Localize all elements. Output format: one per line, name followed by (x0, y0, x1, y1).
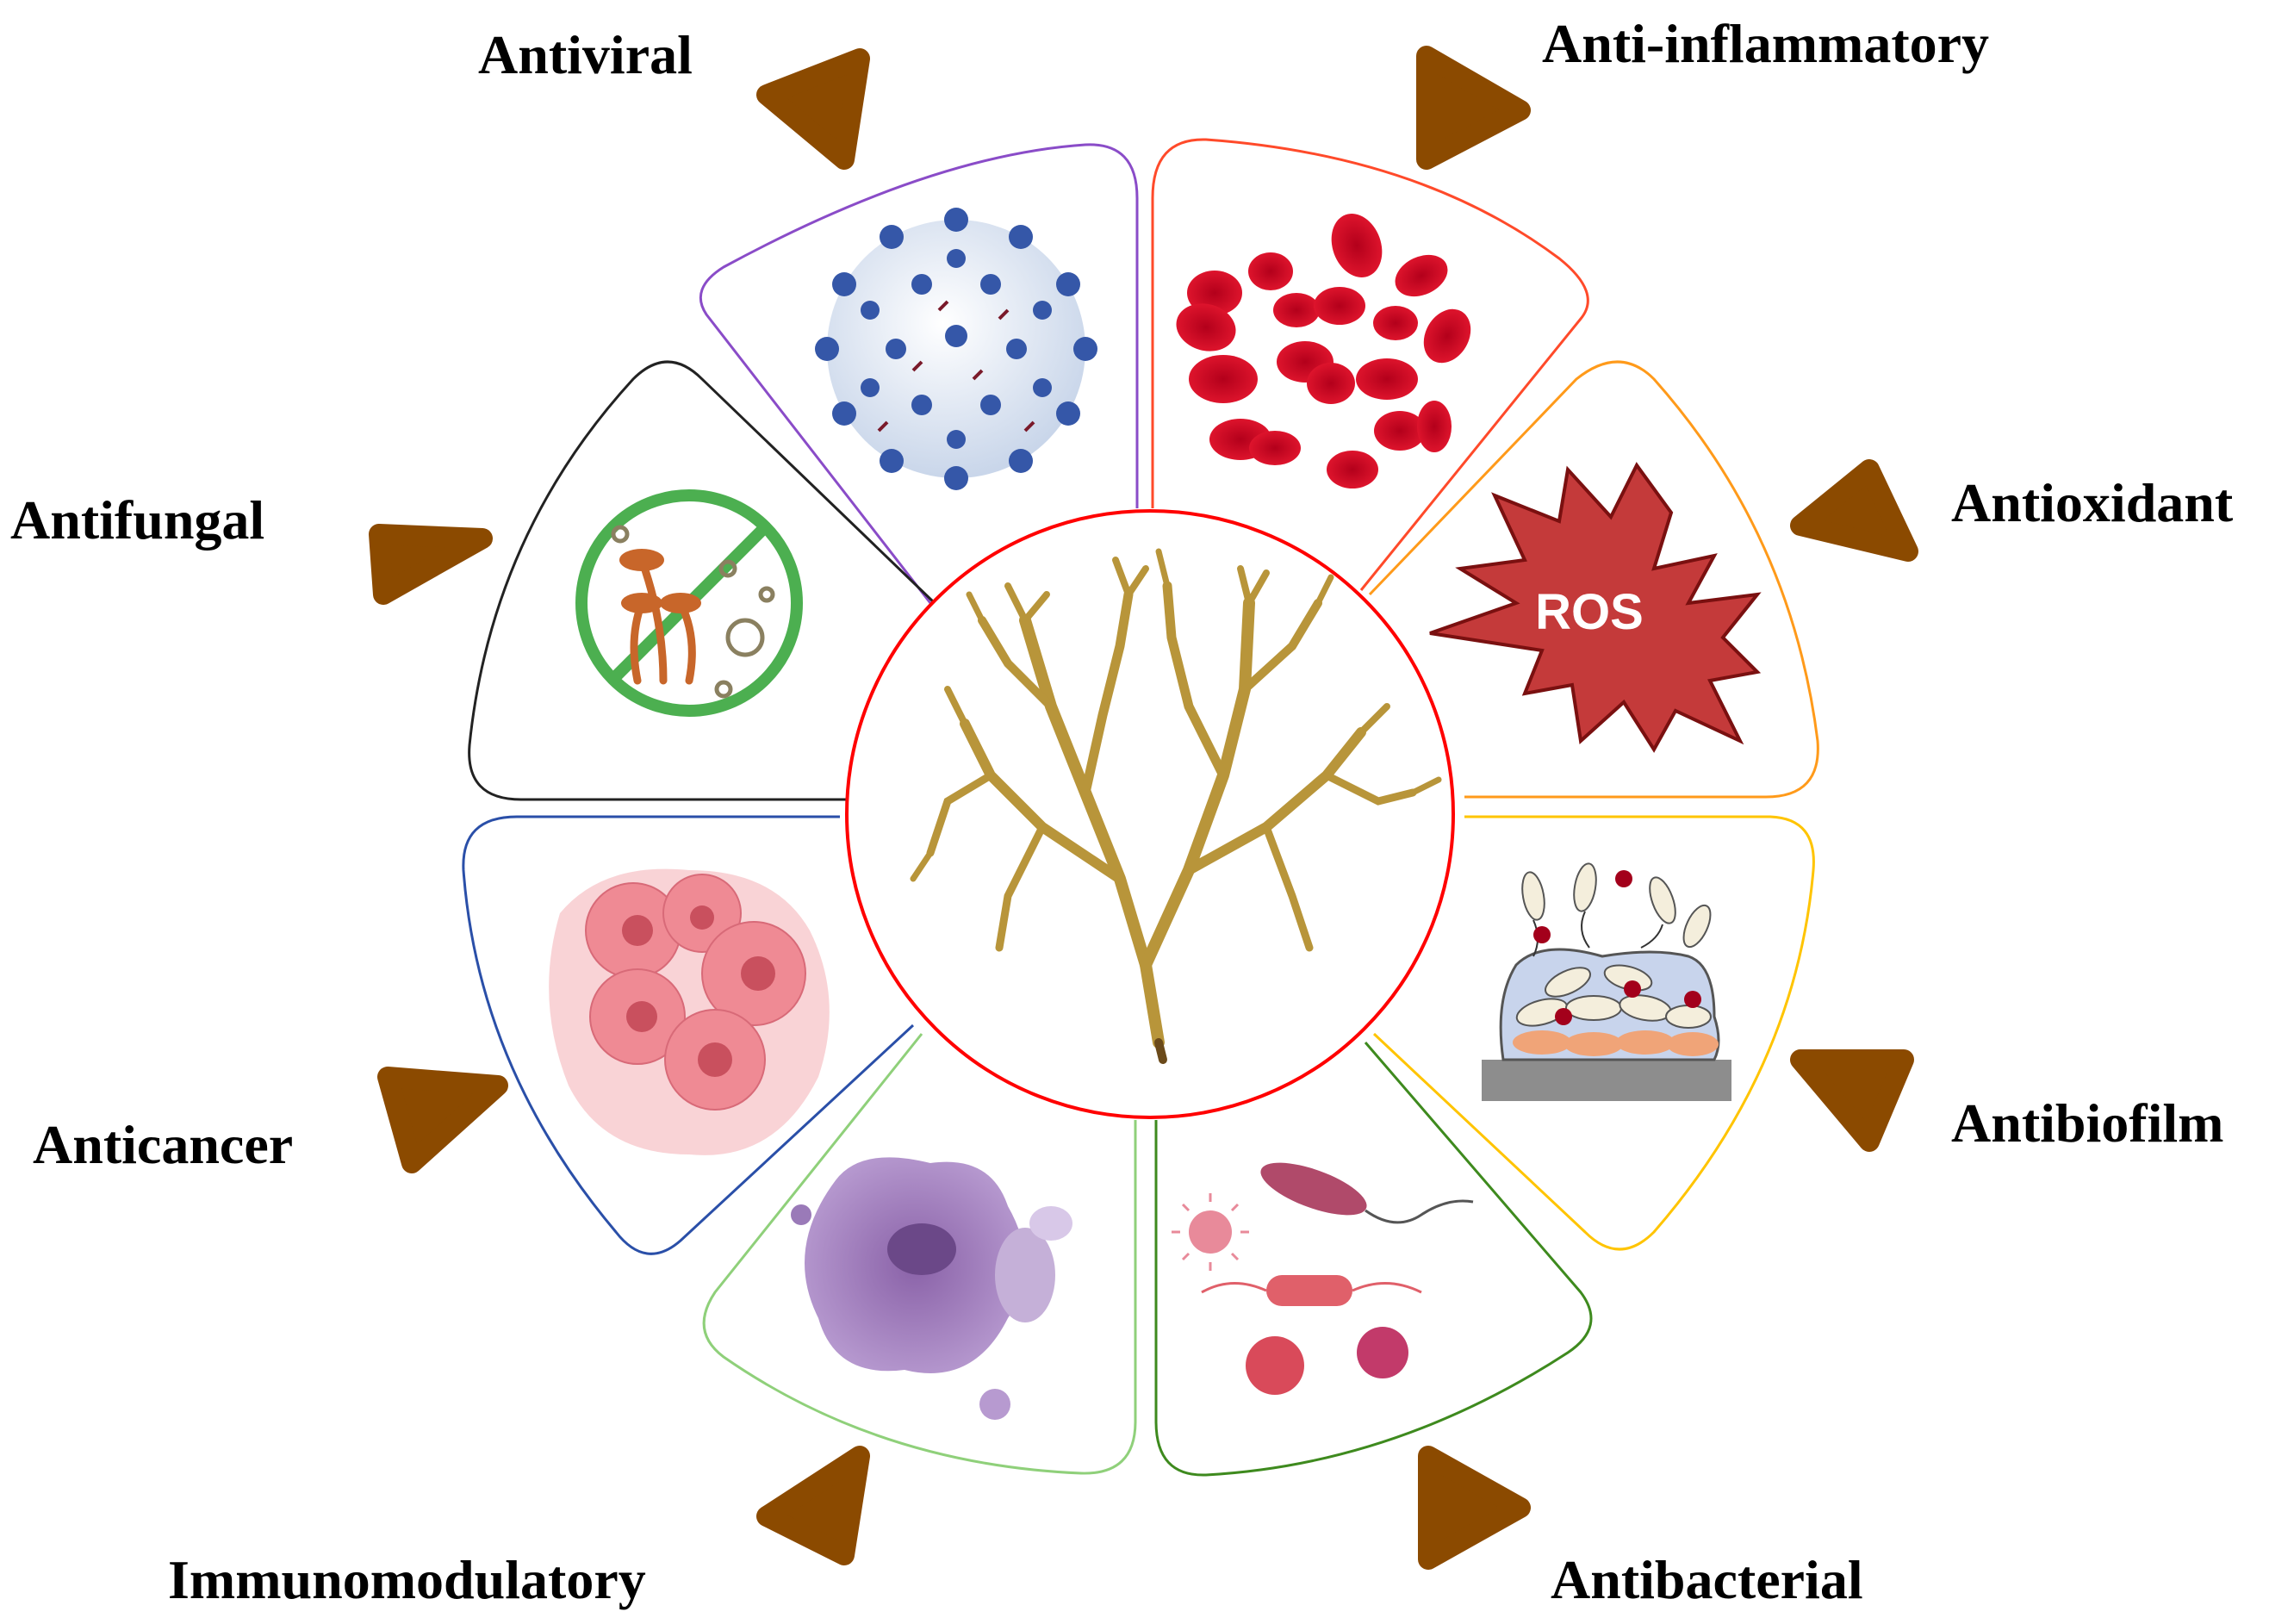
no-fungi-icon (575, 489, 803, 717)
antioxidant-label: Antioxidant (1951, 472, 2234, 533)
biofilm-icon (1482, 862, 1731, 1101)
antibacterial-label: Antibacterial (1551, 1549, 1863, 1610)
anti-inflammatory-label: Anti-inflammatory (1542, 13, 1989, 74)
antibiofilm-label: Antibiofilm (1951, 1092, 2223, 1154)
antifungal-label: Antifungal (10, 489, 264, 551)
antibacterial-arrow (1418, 1446, 1531, 1570)
antiviral-label: Antiviral (478, 24, 693, 85)
antiviral-arrow (756, 48, 870, 170)
ros-burst-icon: ROS (1429, 462, 1762, 753)
macrophage-icon (791, 1157, 1072, 1420)
cancer-cells-icon (549, 868, 830, 1155)
anticancer-segment (462, 815, 915, 1255)
anti-inflammatory-arrow (1416, 46, 1531, 170)
immunomodulatory-segment (702, 1033, 1137, 1475)
immunomodulatory-label: Immunomodulatory (168, 1549, 646, 1610)
antibiofilm-segment (1372, 815, 1815, 1251)
virus-icon (815, 208, 1097, 490)
antibiofilm-arrow (1790, 1049, 1914, 1152)
bacteria-icon (1172, 1162, 1474, 1395)
antiviral-segment (699, 143, 1139, 604)
anti-inflammatory-segment (1151, 138, 1589, 591)
anticancer-arrow (377, 1067, 508, 1173)
seaweed-icon (910, 548, 1442, 1064)
antifungal-arrow (369, 524, 493, 605)
antioxidant-arrow (1790, 459, 1918, 562)
antifungal-segment (468, 360, 936, 801)
immunomodulatory-arrow (756, 1446, 870, 1565)
red-blood-cells-icon (1176, 214, 1471, 488)
anticancer-label: Anticancer (33, 1114, 293, 1175)
ros-label: ROS (1535, 584, 1644, 640)
antioxidant-segment (1368, 360, 1819, 799)
center-circle (845, 509, 1455, 1119)
antibacterial-segment (1154, 1042, 1593, 1477)
